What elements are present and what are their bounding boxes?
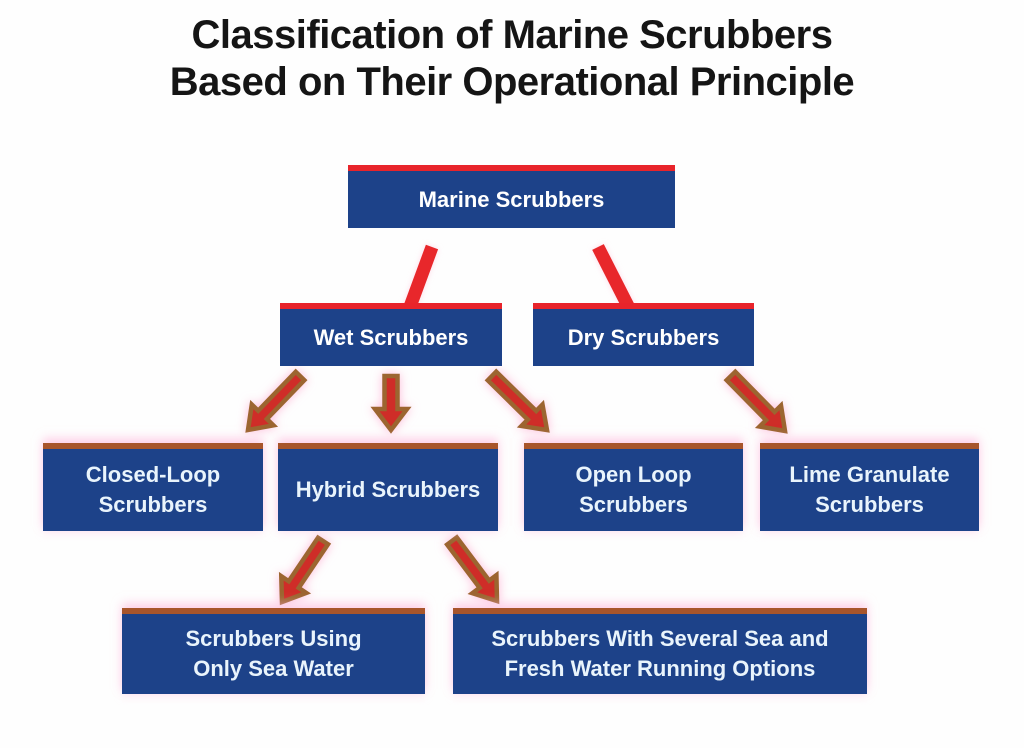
node-label: Dry Scrubbers bbox=[567, 324, 720, 350]
node-label: Closed-Loop Scrubbers bbox=[85, 462, 221, 517]
node-lime-granulate-scrubbers: Lime Granulate Scrubbers bbox=[760, 443, 979, 531]
node-scrubbers-using-only-sea-water: Scrubbers Using Only Sea Water bbox=[122, 608, 425, 694]
node-closed-loop-scrubbers: Closed-Loop Scrubbers bbox=[43, 443, 263, 531]
page-title-line2: Based on Their Operational Principle bbox=[169, 60, 855, 104]
arrow-dry-to-lime_granulate bbox=[723, 368, 788, 434]
node-hybrid-scrubbers: Hybrid Scrubbers bbox=[278, 443, 498, 531]
arrow-wet-to-open_loop bbox=[484, 368, 550, 433]
node-label: Wet Scrubbers bbox=[313, 324, 469, 350]
node-dry-scrubbers: Dry Scrubbers bbox=[533, 303, 754, 366]
page-title-line1: Classification of Marine Scrubbers bbox=[191, 13, 833, 57]
node-label: Open Loop Scrubbers bbox=[575, 462, 692, 517]
node-marine-scrubbers: Marine Scrubbers bbox=[348, 165, 675, 228]
arrow-hybrid-to-several_options bbox=[444, 534, 500, 605]
node-wet-scrubbers: Wet Scrubbers bbox=[280, 303, 502, 366]
node-label: Scrubbers With Several Sea and Fresh Wat… bbox=[491, 626, 829, 681]
arrow-wet-to-closed_loop bbox=[245, 368, 308, 433]
arrow-wet-to-hybrid bbox=[370, 373, 412, 434]
arrow-hybrid-to-sea_water_only bbox=[278, 534, 332, 606]
node-open-loop-scrubbers: Open Loop Scrubbers bbox=[524, 443, 743, 531]
page-title: Classification of Marine Scrubbers Based… bbox=[0, 12, 1024, 106]
node-label: Lime Granulate Scrubbers bbox=[789, 462, 950, 517]
node-label: Marine Scrubbers bbox=[418, 186, 605, 212]
node-label: Scrubbers Using Only Sea Water bbox=[185, 626, 362, 681]
node-label: Hybrid Scrubbers bbox=[295, 477, 481, 502]
node-scrubbers-with-several-options: Scrubbers With Several Sea and Fresh Wat… bbox=[453, 608, 867, 694]
